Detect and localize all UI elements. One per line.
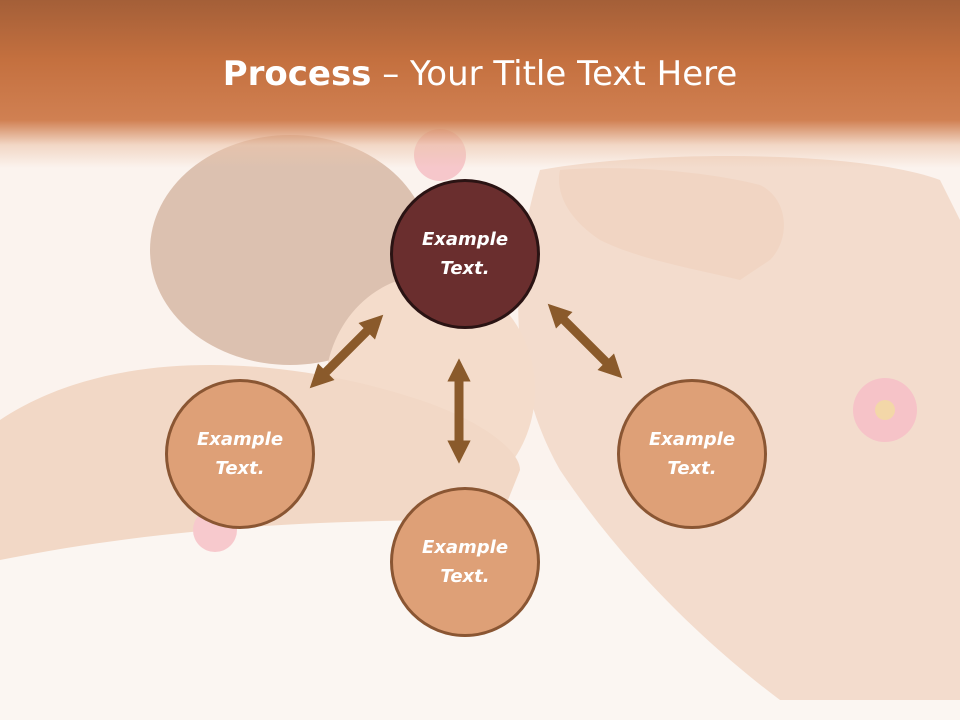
arrow-center-left — [309, 314, 384, 389]
bottom-circle: Example Text. — [390, 487, 540, 637]
center-circle-label: Example Text. — [421, 229, 509, 279]
right-circle: Example Text. — [617, 379, 767, 529]
right-circle-label: Example Text. — [648, 429, 736, 479]
bottom-circle-label: Example Text. — [421, 537, 509, 587]
slide-title: Process – Your Title Text Here — [0, 50, 960, 98]
left-circle: Example Text. — [165, 379, 315, 529]
arrow-center-right — [547, 303, 623, 379]
title-rest: – Your Title Text Here — [371, 54, 738, 94]
title-band — [0, 0, 960, 168]
center-circle: Example Text. — [390, 179, 540, 329]
left-circle-label: Example Text. — [196, 429, 284, 479]
title-bold: Process — [222, 54, 372, 94]
